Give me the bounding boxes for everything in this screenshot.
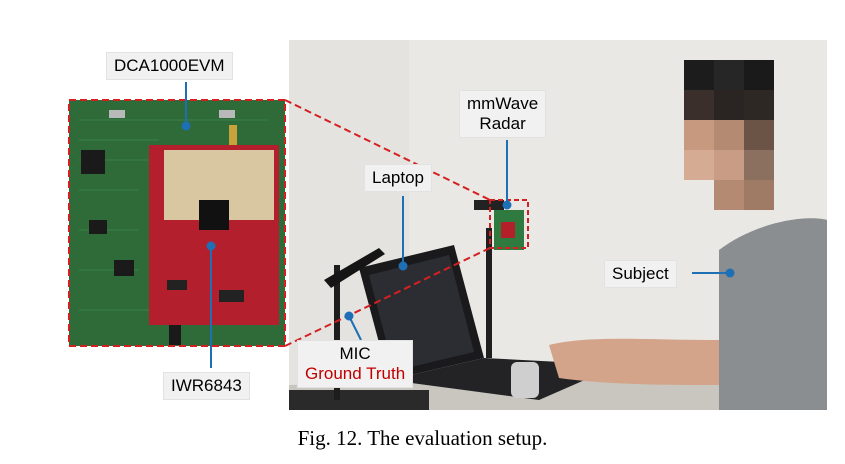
label-mic: MIC [339,344,371,363]
label-iwr6843: IWR6843 [163,372,250,400]
label-subject: Subject [604,260,677,288]
label-dca1000evm: DCA1000EVM [106,52,233,80]
pcb-illustration [69,100,285,346]
pcb-inset [69,100,285,346]
label-laptop: Laptop [364,164,432,192]
label-mic-ground-truth: MIC Ground Truth [297,340,414,388]
subject-head-pixelated [684,60,774,210]
label-radar: Radar [479,114,526,133]
smartwatch [511,362,539,398]
subject-torso [719,218,827,410]
label-mmwave-radar: mmWave Radar [459,90,547,138]
label-mmwave: mmWave [467,94,539,113]
figure-caption: Fig. 12. The evaluation setup. [297,426,548,450]
label-ground-truth: Ground Truth [305,364,406,383]
radar-stand [486,228,492,358]
